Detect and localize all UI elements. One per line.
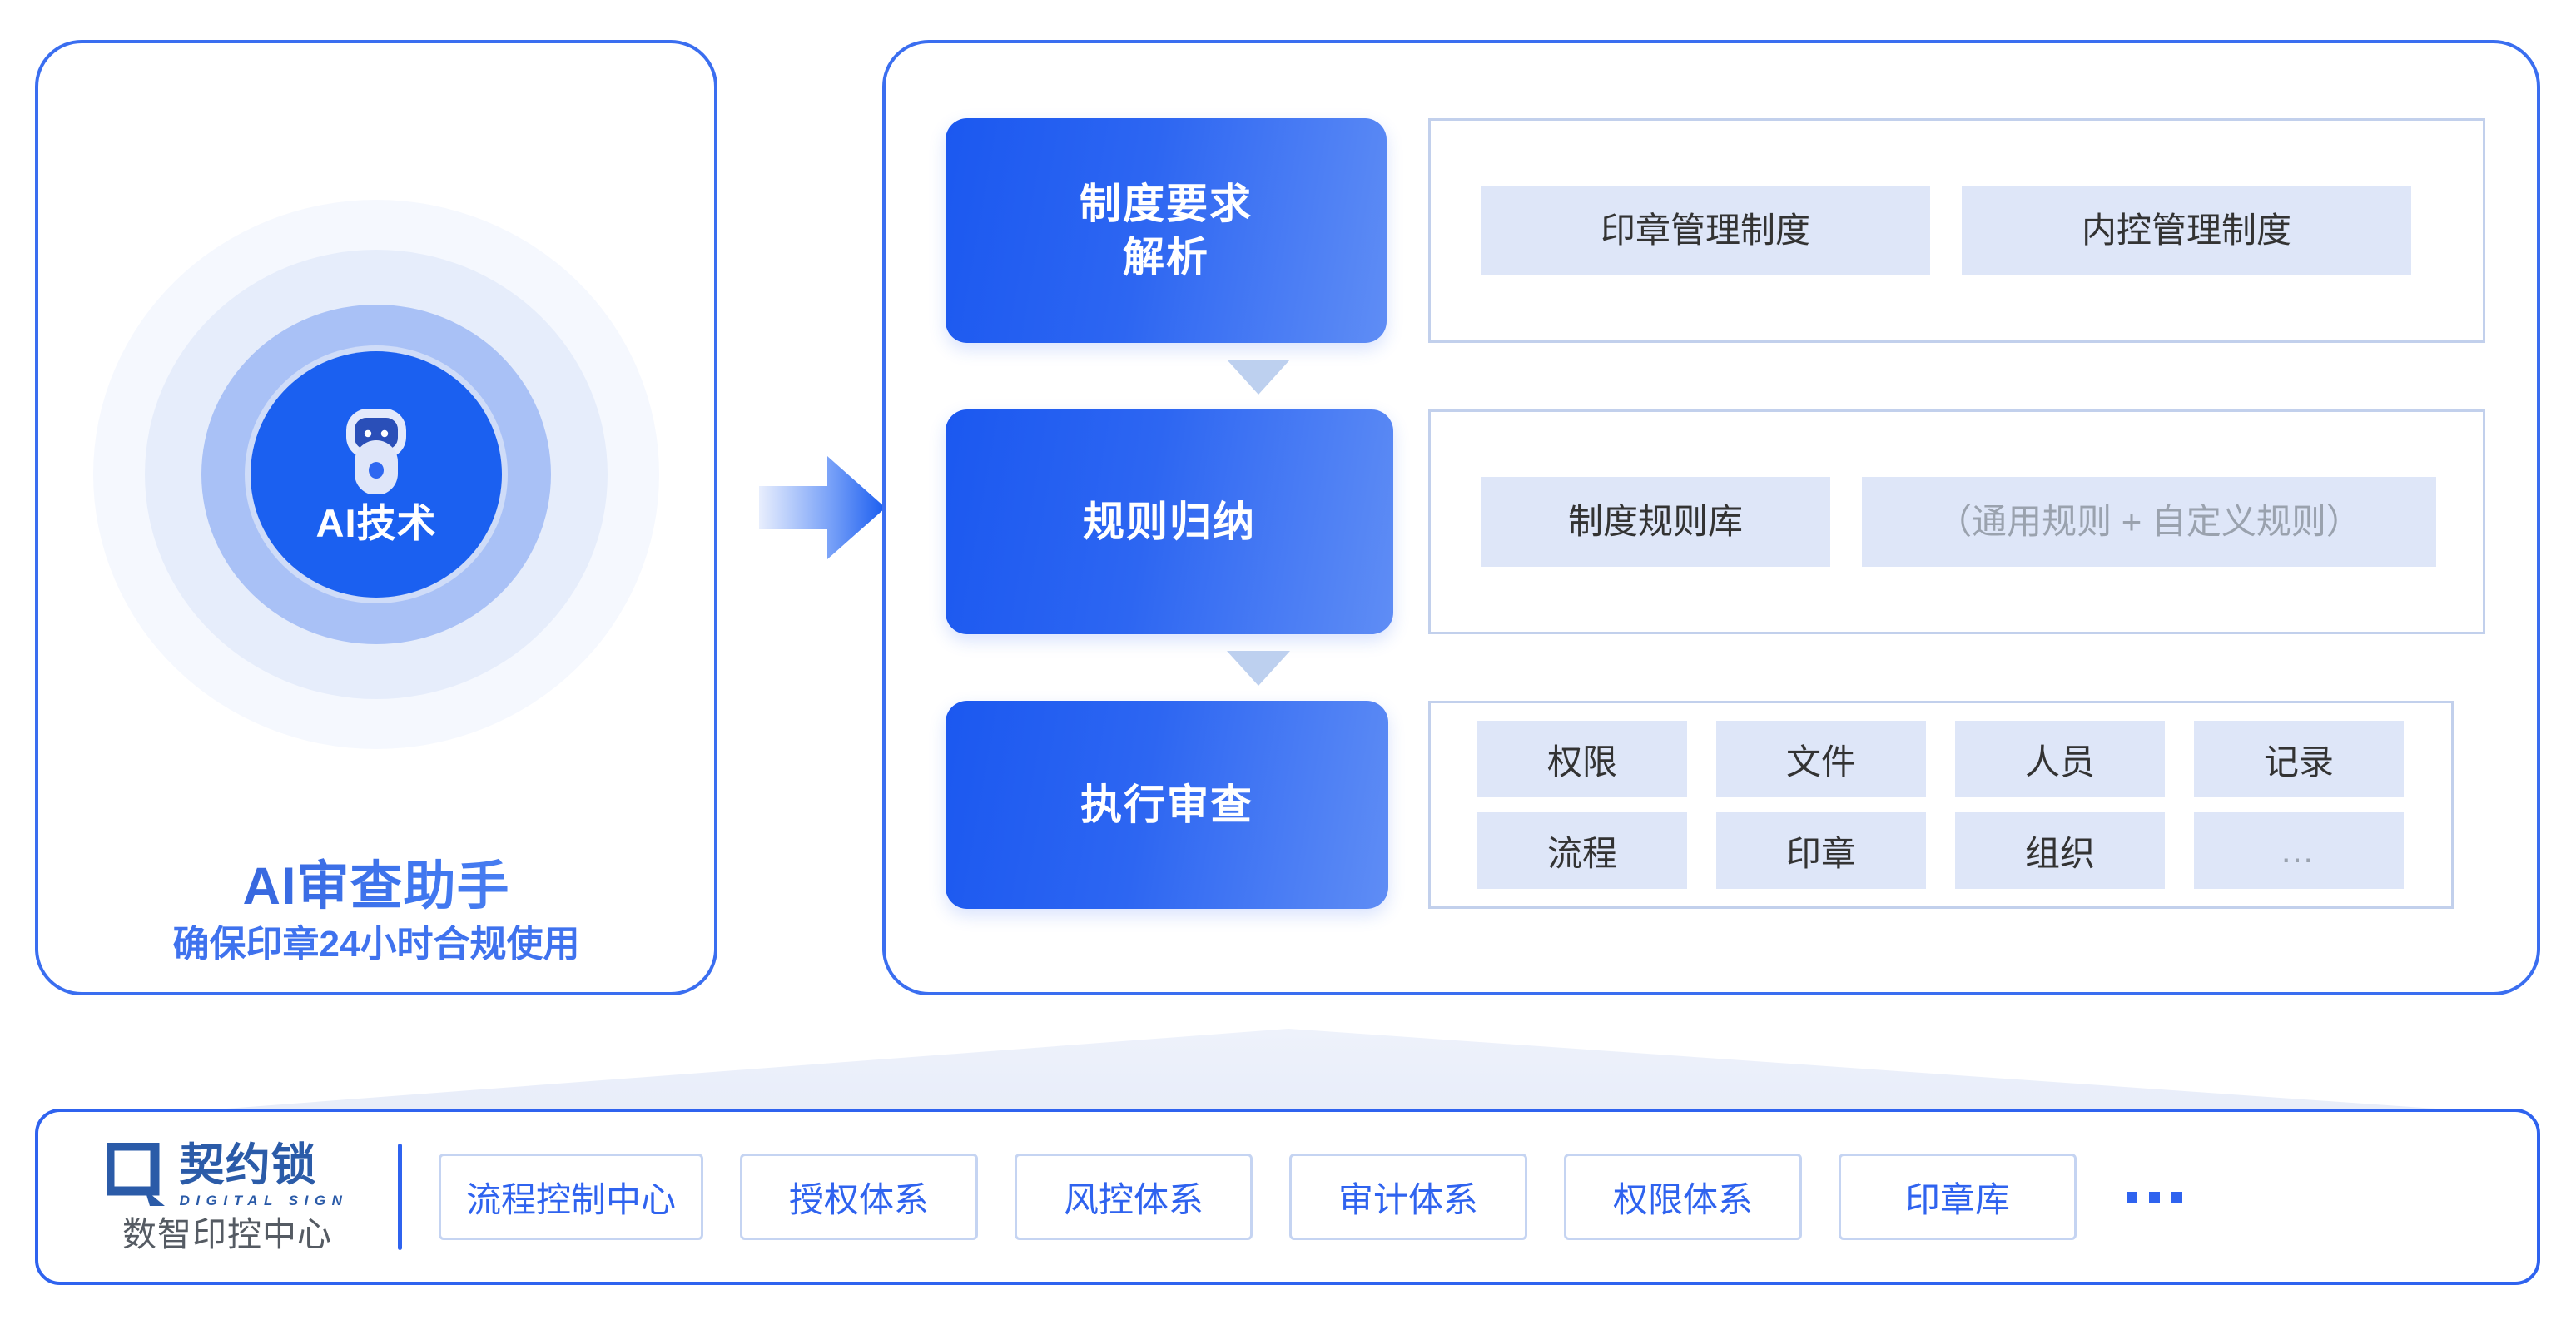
process-stage-row: 执行审查 权限 文件 人员 记录 流程 印章 组织 …	[946, 701, 2454, 909]
grid-cell-more[interactable]: …	[2194, 812, 2404, 889]
chevron-down-icon	[1227, 651, 1290, 686]
grid-cell[interactable]: 印章	[1716, 812, 1926, 889]
grid-cell[interactable]: 记录	[2194, 721, 2404, 797]
brand-block: 契约锁 DIGITAL SIGN 数智印控中心	[90, 1142, 365, 1253]
stage-label-requirement-parsing[interactable]: 制度要求 解析	[946, 118, 1387, 343]
dot	[2149, 1191, 2161, 1203]
brand-tagline: 数智印控中心	[122, 1214, 332, 1253]
brand-divider	[398, 1144, 402, 1250]
chevron-down-icon	[1227, 360, 1290, 395]
stage-label-line: 执行审查	[1080, 782, 1253, 828]
nav-chip-audit-system[interactable]: 审计体系	[1289, 1154, 1528, 1240]
dot	[2171, 1191, 2183, 1203]
brand-sub-en: DIGITAL SIGN	[179, 1192, 349, 1208]
nav-chip-authorization-system[interactable]: 授权体系	[740, 1154, 979, 1240]
nav-chip-permission-system[interactable]: 权限体系	[1564, 1154, 1803, 1240]
stage-label-execute-review[interactable]: 执行审查	[946, 701, 1388, 909]
nav-more-icon[interactable]	[2127, 1191, 2183, 1203]
stage-detail-box: 权限 文件 人员 记录 流程 印章 组织 …	[1428, 701, 2454, 909]
dot	[2127, 1191, 2138, 1203]
qiyuesuo-logo-icon	[106, 1142, 165, 1206]
wedge-connector	[204, 1029, 2459, 1110]
grid-cell[interactable]: 权限	[1477, 721, 1687, 797]
arrow-right-icon	[759, 456, 886, 559]
platform-capability-bar: 契约锁 DIGITAL SIGN 数智印控中心 流程控制中心 授权体系 风控体系…	[35, 1109, 2540, 1285]
detail-pill[interactable]: （通用规则 + 自定义规则）	[1862, 477, 2436, 567]
nav-chip-seal-library[interactable]: 印章库	[1839, 1154, 2077, 1240]
grid-cell[interactable]: 流程	[1477, 812, 1687, 889]
ai-core-content: AI技术	[251, 351, 502, 598]
stage-label-line: 规则归纳	[1083, 499, 1256, 545]
process-stage-row: 规则归纳 制度规则库 （通用规则 + 自定义规则）	[946, 409, 2485, 634]
stage-detail-box: 印章管理制度 内控管理制度	[1428, 118, 2485, 343]
grid-cell[interactable]: 人员	[1955, 721, 2165, 797]
brand-lockup: 契约锁 DIGITAL SIGN	[106, 1142, 349, 1208]
grid-cell[interactable]: 文件	[1716, 721, 1926, 797]
ai-card-subtitle: 确保印章24小时合规使用	[172, 924, 580, 965]
ai-core-label: AI技术	[315, 500, 437, 545]
top-section: AI技术 AI审查助手 确保印章24小时合规使用 制度要求 解析	[35, 40, 2540, 995]
detail-pill[interactable]: 印章管理制度	[1481, 186, 1930, 275]
nav-chip-list: 流程控制中心 授权体系 风控体系 审计体系 权限体系 印章库	[439, 1154, 2537, 1240]
stage-detail-box: 制度规则库 （通用规则 + 自定义规则）	[1428, 409, 2485, 634]
brand-wordmark: 契约锁 DIGITAL SIGN	[180, 1143, 349, 1208]
stage-label-rule-induction[interactable]: 规则归纳	[946, 409, 1393, 634]
grid-cell[interactable]: 组织	[1955, 812, 2165, 889]
brand-name: 契约锁	[179, 1139, 317, 1190]
robot-icon	[346, 408, 406, 494]
ai-assistant-card: AI技术 AI审查助手 确保印章24小时合规使用	[35, 40, 717, 995]
stage-label-line: 解析	[1123, 234, 1209, 280]
nav-chip-process-control-center[interactable]: 流程控制中心	[439, 1154, 704, 1240]
process-panel: 制度要求 解析 印章管理制度 内控管理制度 规则归纳 制度规则库	[882, 40, 2540, 995]
ai-ripple-graphic: AI技术	[93, 200, 659, 749]
ai-card-title: AI审查助手	[38, 844, 714, 920]
stage-label-line: 制度要求	[1080, 181, 1253, 227]
detail-pill[interactable]: 制度规则库	[1481, 477, 1830, 567]
detail-pill[interactable]: 内控管理制度	[1962, 186, 2411, 275]
process-stage-row: 制度要求 解析 印章管理制度 内控管理制度	[946, 118, 2485, 343]
nav-chip-risk-control-system[interactable]: 风控体系	[1015, 1154, 1253, 1240]
